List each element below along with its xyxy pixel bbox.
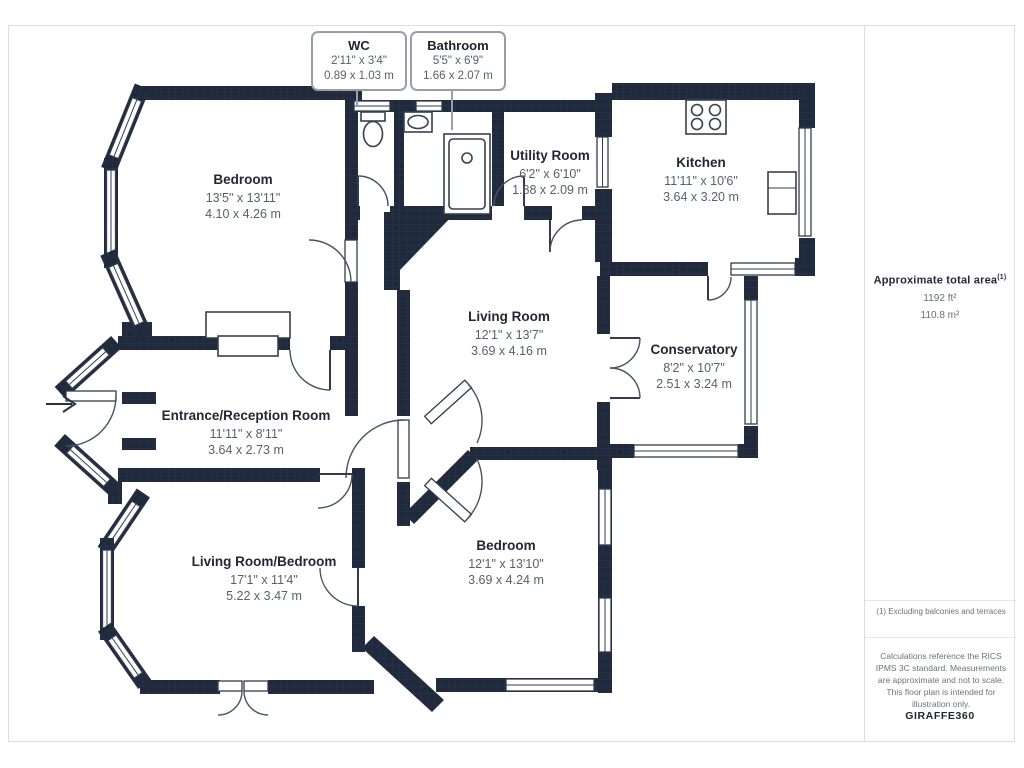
shower-icon (443, 133, 491, 215)
room-label-living-room: Living Room 12'1" x 13'7" 3.69 x 4.16 m (468, 309, 550, 358)
total-area-block: Approximate total area(1) 1192 ft² 110.8… (865, 274, 1015, 321)
callout-leader-lines (356, 90, 453, 130)
doors (65, 175, 732, 716)
callout-bathroom-title: Bathroom (427, 38, 489, 53)
sink-icon (403, 111, 433, 133)
page-border-frame (8, 25, 1015, 742)
room-label-entrance: Entrance/Reception Room 11'11" x 8'11" 3… (161, 408, 331, 457)
callout-wc-metric: 0.89 x 1.03 m (324, 70, 394, 82)
bay-windows (54, 83, 152, 690)
entry-arrow-icon (46, 395, 77, 413)
total-area-title: Approximate total area(1) (873, 274, 1007, 287)
callout-boxes: WC 2'11" x 3'4" 0.89 x 1.03 m Bathroom 5… (311, 31, 506, 91)
total-area-m: 110.8 m² (920, 309, 960, 321)
room-label-kitchen: Kitchen 11'11" x 10'6" 3.64 x 3.20 m (663, 155, 739, 204)
room-label-bedroom-topleft: Bedroom 13'5" x 13'11" 4.10 x 4.26 m (205, 172, 281, 221)
fixtures (46, 99, 797, 413)
sidebar-divider (864, 25, 865, 742)
sidebar-divider-line-2 (865, 637, 1016, 638)
appliance-icon (767, 171, 797, 215)
disclaimer-text: Calculations reference the RICS IPMS 3C … (875, 651, 1007, 709)
callout-wc-imperial: 2'11" x 3'4" (331, 55, 387, 67)
room-label-utility: Utility Room 6'2" x 6'10" 1.88 x 2.09 m (510, 148, 590, 197)
windows (353, 100, 812, 692)
callout-wc-title: WC (348, 38, 370, 53)
callout-bathroom-metric: 1.66 x 2.07 m (423, 70, 493, 82)
hob-icon (685, 99, 727, 135)
area-footnote-marker: (1) (997, 274, 1007, 281)
fireplace (205, 311, 291, 357)
area-footnote: (1) Excluding balconies and terraces (876, 607, 1006, 616)
toilet-icon (360, 111, 386, 148)
room-label-conservatory: Conservatory 8'2" x 10'7" 2.51 x 3.24 m (650, 342, 738, 391)
callout-bathroom-imperial: 5'5" x 6'9" (432, 55, 484, 67)
room-label-bedroom-bottom: Bedroom 12'1" x 13'10" 3.69 x 4.24 m (468, 538, 544, 587)
room-label-living-room-bedroom: Living Room/Bedroom 17'1" x 11'4" 5.22 x… (191, 554, 337, 603)
callout-bathroom: Bathroom 5'5" x 6'9" 1.66 x 2.07 m (410, 31, 506, 91)
total-area-ft: 1192 ft² (923, 292, 957, 304)
callout-wc: WC 2'11" x 3'4" 0.89 x 1.03 m (311, 31, 407, 91)
giraffe360-logo: GIRAFFE360 (905, 710, 975, 722)
sidebar-divider-line-1 (865, 600, 1016, 601)
